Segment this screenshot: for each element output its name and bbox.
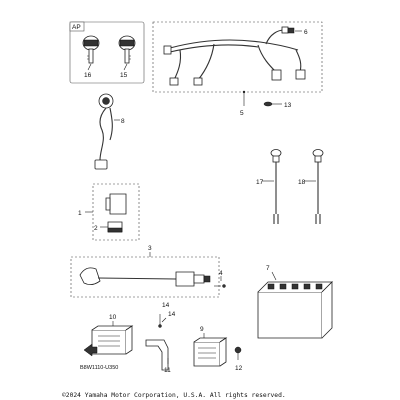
cdi-unit-10: 10 <box>91 314 134 355</box>
bolt-4: 4 <box>214 270 226 288</box>
callout-6: 6 <box>304 29 308 36</box>
key-16-part <box>82 35 100 64</box>
inset-ap: AP 16 15 <box>69 21 145 84</box>
front-arrow-icon <box>83 343 98 357</box>
main-switch-8: 8 <box>94 93 125 170</box>
ignition-coil-3: 3 <box>70 245 220 298</box>
callout-15: 15 <box>120 72 128 79</box>
drawing-code: B8W1110-U350 <box>80 365 118 371</box>
callout-2: 2 <box>94 225 98 232</box>
bracket-11: 11 <box>145 339 171 374</box>
callout-9: 9 <box>200 326 204 333</box>
callout-8: 8 <box>121 118 125 125</box>
wire-harness-5: 5 <box>152 21 323 117</box>
inset-label: AP <box>72 24 81 31</box>
lead-wire-18: 18 <box>298 149 324 224</box>
callout-18: 18 <box>298 179 306 186</box>
copyright-text: ©2024 Yamaha Motor Corporation, U.S.A. A… <box>62 392 286 399</box>
callout-16: 16 <box>84 72 92 79</box>
callout-1: 1 <box>78 210 82 217</box>
callout-7: 7 <box>266 265 270 272</box>
rectifier-9: 9 <box>193 326 228 367</box>
callout-14a: 14 <box>162 302 170 309</box>
callout-3: 3 <box>148 245 152 252</box>
callout-17: 17 <box>256 179 264 186</box>
lead-wire-17: 17 <box>256 149 282 224</box>
callout-14b: 14 <box>168 311 176 318</box>
screw-14: 14 14 <box>158 302 176 328</box>
callout-10: 10 <box>109 314 117 321</box>
callout-5: 5 <box>240 110 244 117</box>
bolt-12: 12 <box>234 346 243 372</box>
callout-4: 4 <box>219 270 223 277</box>
key-15-part <box>118 35 136 64</box>
callout-12: 12 <box>235 365 243 372</box>
connector-cap-6: 6 <box>287 27 308 36</box>
battery-7: 7 <box>257 265 333 339</box>
relay-assembly-1: 1 2 <box>78 183 140 241</box>
callout-13: 13 <box>284 102 292 109</box>
callout-11: 11 <box>164 367 171 374</box>
clamp-13: 13 <box>263 101 292 109</box>
